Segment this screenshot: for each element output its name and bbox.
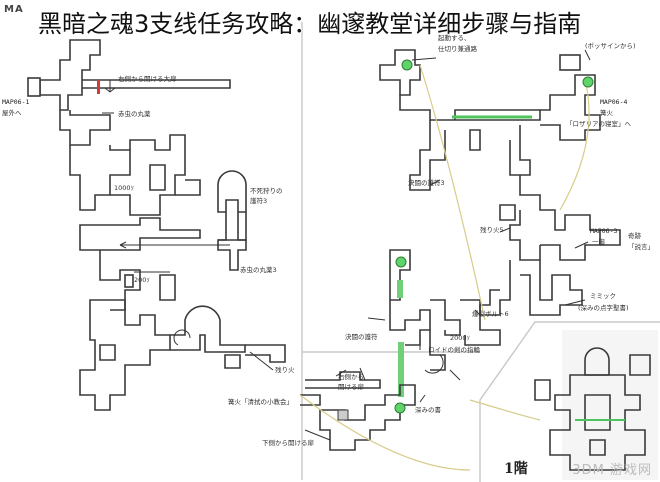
- mimic-label: ミミック: [590, 292, 616, 300]
- bonfire-marker: [395, 256, 407, 268]
- map-exit-label: MAP06-4: [600, 98, 627, 106]
- bonfire-marker: [401, 59, 413, 71]
- mimic-item-label: (深みの点字聖書): [578, 303, 629, 312]
- item-label: ロイドの剣の指輪: [428, 345, 481, 354]
- bonfire-label: 篝火「清拭の小教会」: [228, 397, 293, 406]
- item-label: 深みの書: [415, 405, 442, 414]
- watermark: 3DM 游戏网: [572, 463, 652, 478]
- bonfire-label: 篝火: [600, 108, 614, 117]
- item-label: 護符3: [250, 196, 267, 205]
- outside-label: 屋外へ: [2, 108, 22, 117]
- door-label: 下側から開ける扉: [262, 438, 315, 447]
- item-label: 赤虫の丸薬: [118, 109, 151, 118]
- soul-label: 2000ｿ: [450, 334, 470, 342]
- door-label: 右側から: [338, 372, 364, 381]
- item-label: 不死狩りの: [250, 186, 283, 195]
- soul-label: 200ｿ: [134, 276, 150, 284]
- middle-region: [300, 249, 501, 451]
- page-title: 黑暗之魂3支线任务攻略：幽邃教堂详细步骤与指南: [38, 10, 582, 38]
- map-exit-label: MAP06-1: [2, 98, 29, 106]
- cathedral-outline: [479, 321, 660, 482]
- item-label: 決闘の護符: [345, 332, 378, 341]
- room-label: 「ロザリアの寝室」へ: [566, 119, 632, 128]
- floor-link-label: 一階: [592, 237, 606, 246]
- gesture-label: (ボッサインから): [585, 42, 636, 50]
- door-label: 右側から開ける大扉: [118, 74, 177, 83]
- item-label: 爆裂ボルト6: [472, 309, 509, 318]
- door-marker: [97, 80, 100, 94]
- soul-label: 1000ｿ: [114, 184, 134, 192]
- item-label: 残り火: [275, 365, 295, 374]
- item-label: 奇跡: [628, 231, 642, 240]
- floor-label: 1階: [504, 461, 528, 477]
- item-label: 赤虫の丸薬3: [240, 265, 277, 274]
- bonfire-marker: [394, 402, 406, 414]
- bonfire-marker: [582, 76, 594, 88]
- left-region: [27, 39, 286, 411]
- item-label: 決闘の護符3: [408, 178, 445, 187]
- map-code: MA: [4, 4, 24, 15]
- door-label: 開ける扉: [338, 382, 365, 391]
- passage-label: 起動する、: [438, 33, 471, 42]
- passage-label: 仕切り兼通路: [438, 44, 478, 53]
- item-label: 残り火5: [480, 225, 504, 234]
- cathedral-plan: [534, 347, 651, 471]
- item-label: 「説言」: [628, 242, 654, 251]
- upper-right-region: [379, 49, 621, 316]
- map-exit-label: MAP06-3: [590, 227, 617, 235]
